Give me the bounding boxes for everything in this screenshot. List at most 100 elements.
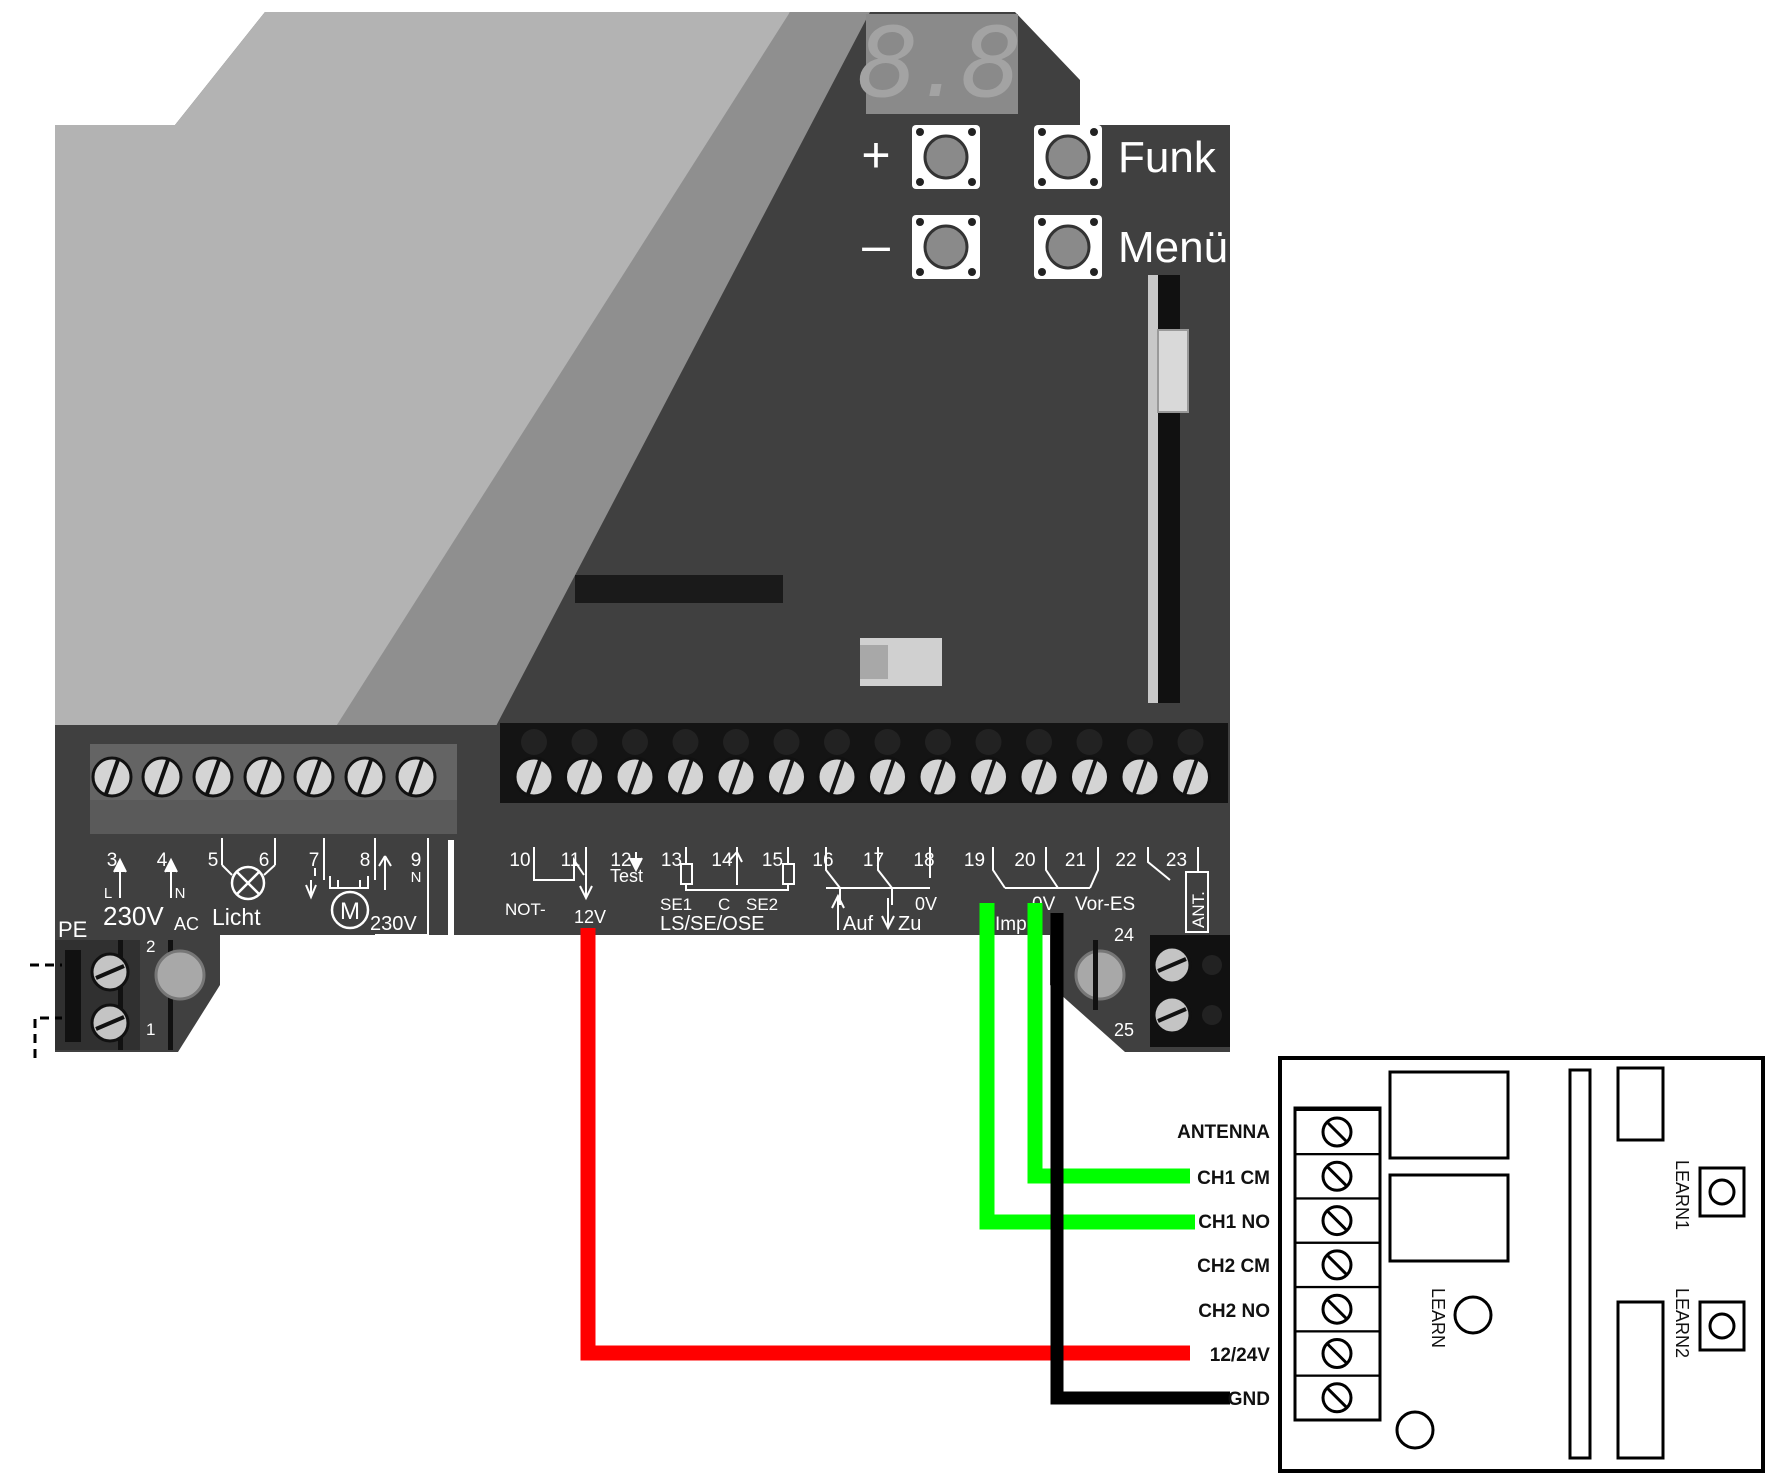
board-cover-light [55, 12, 790, 730]
terminal-screw[interactable] [867, 729, 908, 798]
menu-button[interactable] [1034, 215, 1102, 279]
terminal-screw[interactable] [513, 729, 555, 798]
receiver-terminal-screw[interactable] [1321, 1116, 1353, 1148]
wires [580, 903, 1230, 1405]
receiver-pin-label: CH1 CM [1197, 1168, 1270, 1189]
terminal-screw[interactable] [1119, 729, 1161, 798]
terminal-24-label: 24 [1114, 925, 1134, 945]
wire-green-ch1-cm [1027, 903, 1190, 1184]
terminal-screw-25[interactable] [1152, 995, 1222, 1035]
plus-button[interactable] [912, 125, 980, 189]
plus-label: + [861, 127, 890, 183]
0v-label: 0V [915, 894, 937, 914]
terminal-screw[interactable] [1069, 729, 1110, 798]
terminal-screw[interactable] [715, 729, 757, 798]
mounting-hole [154, 949, 206, 1001]
terminal-screw[interactable] [816, 729, 858, 798]
right-term-num: 22 [1115, 850, 1136, 871]
receiver-terminal-screw[interactable] [1321, 1382, 1353, 1414]
left-terminal-labels: 3 4 5 6 7 8 9 L N N 230V AC Licht M 230V [103, 838, 429, 936]
terminal-screw[interactable] [968, 729, 1009, 798]
auf-label: Auf [843, 913, 873, 935]
ls-se-ose-label: LS/SE/OSE [660, 913, 765, 935]
terminal-screw[interactable] [1170, 729, 1211, 798]
receiver-pin-label: CH2 CM [1197, 1256, 1270, 1277]
wire-red-12v [580, 928, 1190, 1361]
wire-green-ch1-no [979, 903, 1195, 1230]
terminal-screw-24[interactable] [1152, 945, 1222, 985]
terminal-screw[interactable] [293, 756, 335, 798]
learn1-button[interactable] [1698, 1166, 1746, 1218]
right-term-num: 15 [762, 850, 783, 871]
terminal-25-label: 25 [1114, 1020, 1134, 1040]
seven-segment-display: 8.8 [857, 7, 1028, 119]
arrow-up-icon [164, 857, 178, 898]
receiver-terminal-screw[interactable] [1321, 1293, 1353, 1325]
12v-label: 12V [574, 907, 606, 927]
zu-label: Zu [898, 913, 921, 935]
vertical-slider[interactable] [1148, 275, 1189, 703]
ant-label: ANT. [1189, 891, 1208, 928]
right-term-num: 10 [509, 850, 530, 871]
relay-2 [1388, 1173, 1510, 1263]
right-term-num: 20 [1014, 850, 1035, 871]
terminal-screw[interactable] [344, 756, 386, 798]
receiver-board [1278, 1056, 1765, 1473]
pe-terminals: PE 2 1 [30, 917, 206, 1058]
receiver-pin-label: CH1 NO [1198, 1212, 1270, 1233]
pe-label: PE [58, 917, 87, 942]
terminal-screw-1[interactable] [90, 1003, 130, 1043]
se2-label: SE2 [746, 895, 778, 914]
terminal-screw[interactable] [91, 756, 133, 798]
left-term-num: 8 [360, 850, 371, 871]
terminal-screw[interactable] [917, 729, 959, 798]
minus-button[interactable] [912, 215, 980, 279]
test-label: Test [610, 866, 643, 886]
display-digits: 8.8 [857, 7, 1028, 119]
receiver-terminal-screw[interactable] [1321, 1249, 1353, 1281]
receiver-terminal-screw[interactable] [1321, 1160, 1353, 1192]
terminal-screw[interactable] [395, 756, 437, 798]
funk-button[interactable] [1034, 125, 1102, 189]
board-divider [448, 840, 454, 935]
menu-label: Menü [1118, 223, 1228, 272]
voltage-230v-label: 230V [103, 901, 164, 931]
left-term-num: 3 [107, 850, 118, 871]
terminal-screw-2[interactable] [90, 952, 130, 992]
right-term-num: 23 [1166, 850, 1187, 871]
component-bottom [1616, 1300, 1665, 1460]
left-term-num: 5 [208, 850, 219, 871]
slider-handle[interactable] [1157, 329, 1189, 413]
voltage-ac-sub: AC [174, 914, 199, 934]
terminal-screw[interactable] [192, 756, 234, 798]
motor-icon: M [330, 890, 370, 930]
licht-label: Licht [212, 904, 261, 930]
terminal-screw[interactable] [141, 756, 183, 798]
lamp-icon [221, 864, 276, 901]
left-term-num: 9 [411, 850, 422, 871]
terminal-screw[interactable] [243, 756, 285, 798]
terminal-screw[interactable] [766, 729, 807, 798]
usb-connector [860, 638, 942, 686]
terminal-screw[interactable] [564, 729, 605, 798]
right-term-num: 11 [561, 850, 581, 871]
funk-label: Funk [1118, 133, 1217, 182]
right-term-num: 17 [863, 850, 884, 871]
arrow-up-icon [113, 857, 127, 898]
learn1-label: LEARN1 [1672, 1160, 1692, 1230]
terminal-screw[interactable] [665, 729, 706, 798]
left-terminal-block [90, 744, 457, 935]
receiver-terminal-screw[interactable] [1321, 1338, 1353, 1369]
control-buttons: + – Funk Menü [861, 125, 1228, 279]
learn-label: LEARN [1428, 1288, 1448, 1348]
mounting-hole [1074, 949, 1126, 1001]
terminal-screw[interactable] [1018, 729, 1060, 798]
receiver-pin-label: ANTENNA [1177, 1122, 1270, 1143]
terminal-screw[interactable] [614, 729, 656, 798]
learn2-button[interactable] [1698, 1300, 1746, 1352]
relay-1 [1388, 1070, 1510, 1160]
left-term-num: 7 [309, 850, 320, 871]
receiver-terminal-screw[interactable] [1321, 1205, 1353, 1237]
